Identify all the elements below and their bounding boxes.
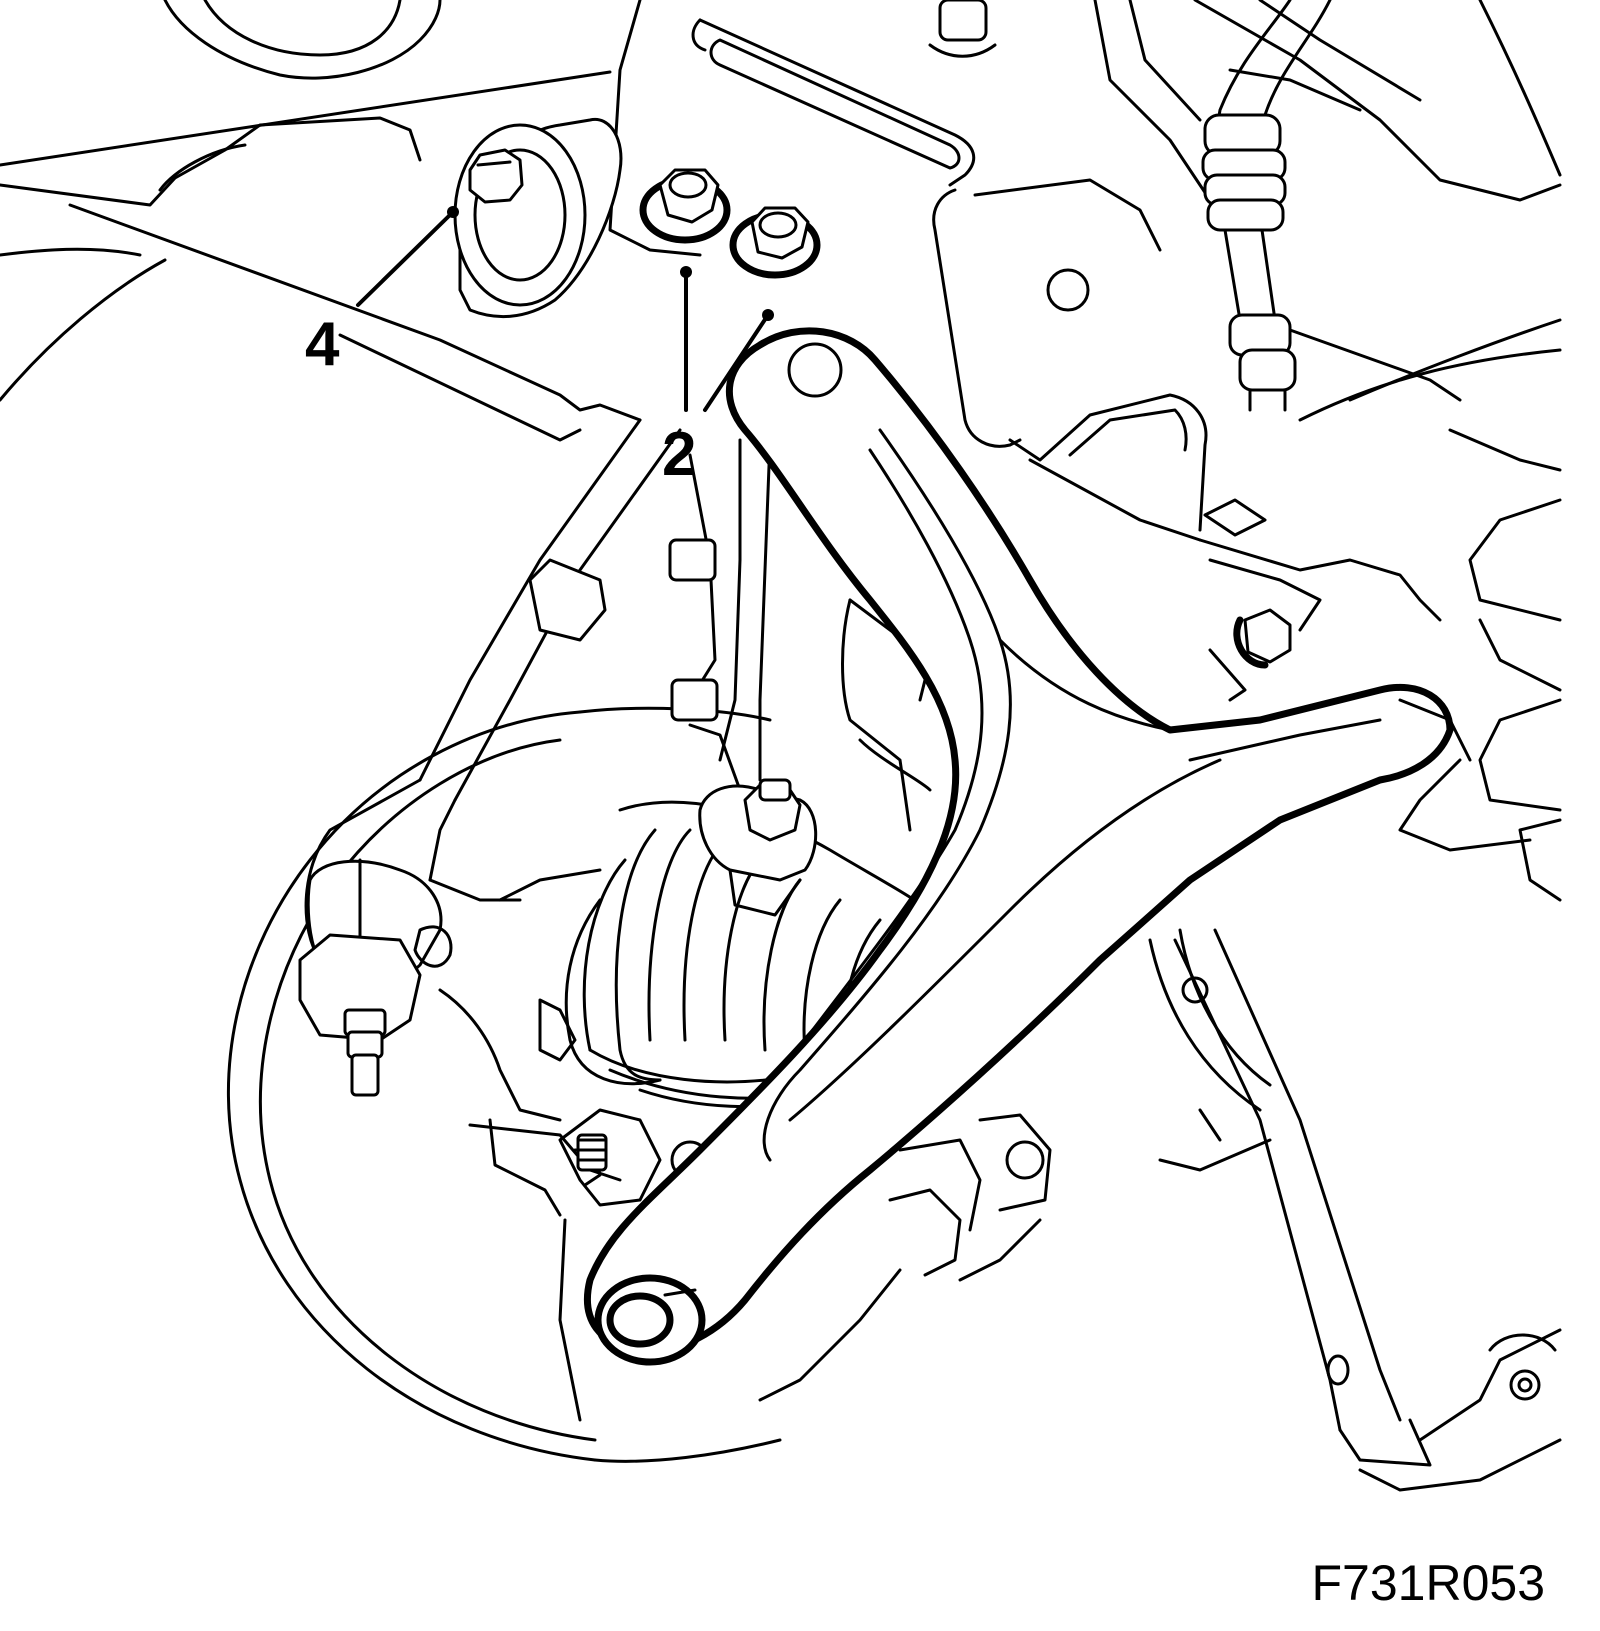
brake-bolt (576, 1133, 608, 1172)
arm-pivot-bolt (1208, 608, 1292, 702)
body-structure (0, 0, 1562, 902)
bushing-mount (453, 117, 623, 319)
bolt-4 (468, 148, 524, 204)
callout-4: 4 (305, 310, 340, 379)
lower-control-arm (583, 327, 1472, 1366)
bolt-2-a (639, 168, 731, 244)
tie-rod (298, 418, 682, 1097)
leader-line-4 (356, 210, 455, 307)
strut (668, 438, 932, 832)
subframe-bolt (928, 0, 997, 58)
ball-joint (698, 778, 818, 917)
steering-knuckle (428, 868, 1052, 1422)
bolt-2-b (729, 206, 821, 279)
brake-hose (1201, 0, 1462, 412)
rear-link (1158, 928, 1562, 1492)
leader-line-2b (703, 313, 770, 412)
figure-id: F731R053 (1312, 1555, 1546, 1611)
leader-lines (356, 206, 774, 412)
callout-2: 2 (662, 420, 696, 489)
